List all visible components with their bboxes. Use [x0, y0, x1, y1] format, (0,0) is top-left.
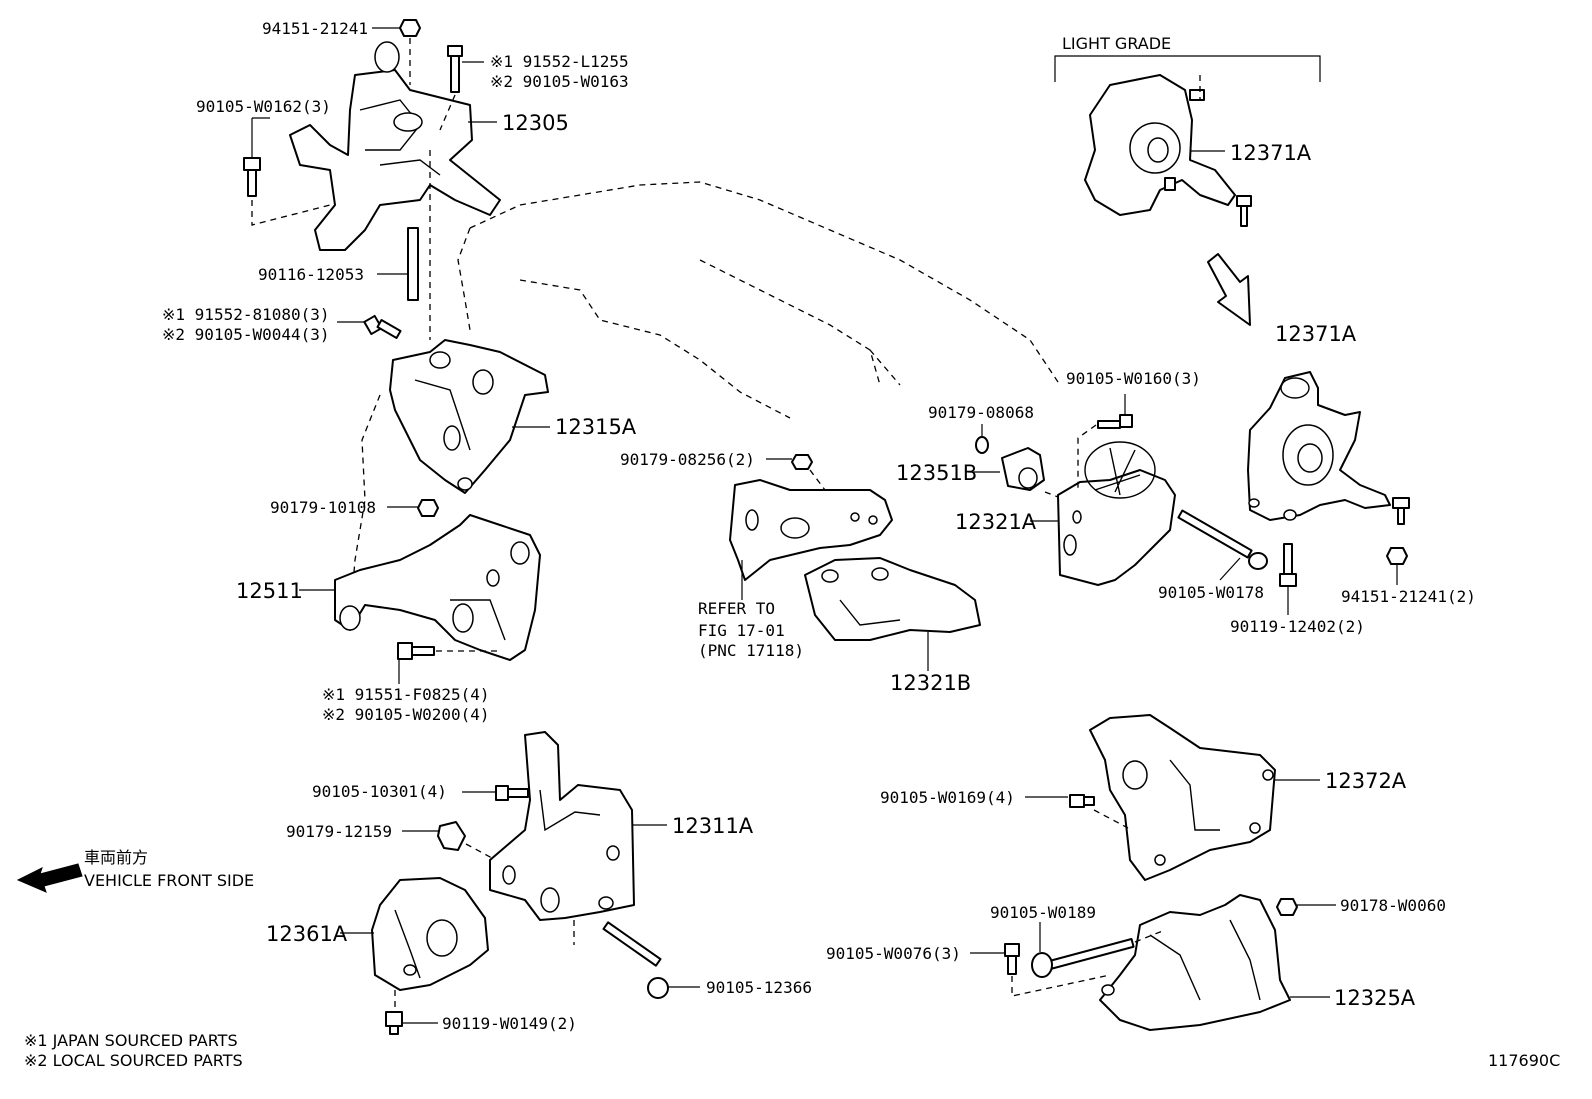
- label-91551-F0825: ※1 91551-F0825(4): [322, 685, 490, 704]
- part-12371A-mount: [1247, 371, 1410, 525]
- note-japan-sourced: ※1 JAPAN SOURCED PARTS: [24, 1031, 238, 1050]
- part-12305-bracket: [289, 41, 501, 251]
- vehicle-front-arrow-icon: [16, 863, 83, 893]
- label-90105-W0200: ※2 90105-W0200(4): [322, 705, 490, 724]
- bolt-90119-W0149: [385, 990, 403, 1035]
- label-12321A: 12321A: [955, 510, 1037, 534]
- label-90179-08256: 90179-08256(2): [620, 450, 755, 469]
- label-94151-21241: 94151-21241: [262, 19, 368, 38]
- part-labels: 94151-21241 ※1 91552-L1255 ※2 90105-W016…: [24, 19, 1560, 1070]
- nut-90179-08256: [791, 454, 826, 491]
- label-12371A: 12371A: [1275, 322, 1357, 346]
- part-12325A: [1099, 894, 1291, 1031]
- label-94151-21241-2: 94151-21241(2): [1341, 587, 1476, 606]
- label-90179-10108: 90179-10108: [270, 498, 376, 517]
- label-90119-W0149: 90119-W0149(2): [442, 1014, 577, 1033]
- bolt-90105-W0178: [1044, 491, 1268, 570]
- bolt-90105-W0160: [1077, 414, 1133, 490]
- bolt-91552-L1255: [439, 45, 463, 131]
- label-light-grade: LIGHT GRADE: [1062, 34, 1171, 53]
- label-12372A: 12372A: [1325, 769, 1407, 793]
- label-vehicle-front-jp: 車両前方: [84, 848, 148, 867]
- bolt-90105-W0162: [243, 157, 331, 226]
- label-90178-W0060: 90178-W0060: [1340, 896, 1446, 915]
- label-90105-W0160: 90105-W0160(3): [1066, 369, 1201, 388]
- bolt-90105-W0189: [1031, 929, 1166, 978]
- label-vehicle-front-side: VEHICLE FRONT SIDE: [84, 871, 254, 890]
- label-12311A: 12311A: [672, 814, 754, 838]
- part-12321B: [804, 557, 981, 641]
- bolt-91552-81080: [363, 314, 402, 339]
- nut-94151-21241: [399, 19, 421, 85]
- label-90105-W0076: 90105-W0076(3): [826, 944, 961, 963]
- label-90105-10301: 90105-10301(4): [312, 782, 447, 801]
- bolt-90105-W0076: [1004, 943, 1111, 997]
- nut-90178-W0060: [1276, 898, 1298, 916]
- nut-94151-21241-2: [1386, 547, 1408, 565]
- label-90116-12053: 90116-12053: [258, 265, 364, 284]
- bolt-91551-F0825: [397, 642, 500, 660]
- leader-lines: [251, 27, 1398, 1024]
- label-90105-12366: 90105-12366: [706, 978, 812, 997]
- part-12321A-bracket: [1057, 441, 1176, 586]
- label-12321B: 12321B: [890, 671, 971, 695]
- part-12311A-bracket: [489, 731, 635, 921]
- label-90179-08068: 90179-08068: [928, 403, 1034, 422]
- label-12361A: 12361A: [266, 922, 348, 946]
- label-91552-81080: ※1 91552-81080(3): [162, 305, 330, 324]
- part-12372A: [1089, 714, 1276, 881]
- label-90105-W0044: ※2 90105-W0044(3): [162, 325, 330, 344]
- part-12511-bracket: [334, 514, 541, 661]
- label-12371A-light: 12371A: [1230, 141, 1312, 165]
- label-90179-12159: 90179-12159: [286, 822, 392, 841]
- note-local-sourced: ※2 LOCAL SOURCED PARTS: [24, 1051, 243, 1070]
- label-12305: 12305: [502, 111, 569, 135]
- bolt-90105-12366: [573, 920, 669, 999]
- label-12325A: 12325A: [1334, 986, 1416, 1010]
- label-fig-17-01: FIG 17-01: [698, 621, 785, 640]
- figure-id: 117690C: [1488, 1051, 1560, 1070]
- label-12511: 12511: [236, 579, 303, 603]
- bolt-90105-W0169: [1069, 794, 1129, 829]
- part-12351B-stopper: [1001, 447, 1045, 491]
- label-90119-12402: 90119-12402(2): [1230, 617, 1365, 636]
- label-90105-W0189: 90105-W0189: [990, 903, 1096, 922]
- label-90105-W0169: 90105-W0169(4): [880, 788, 1015, 807]
- part-refer-fig-17-01-bracket: [729, 479, 893, 581]
- arrow-down-right-icon: [1207, 253, 1251, 326]
- label-refer-to: REFER TO: [698, 599, 775, 618]
- part-12371A-light-grade: [1054, 55, 1321, 227]
- bolt-90105-10301: [495, 785, 529, 801]
- label-91552-L1255: ※1 91552-L1255: [490, 52, 629, 71]
- stud-90116-12053: [407, 150, 431, 340]
- part-12361A-insulator: [371, 877, 489, 991]
- label-90105-W0178: 90105-W0178: [1158, 583, 1264, 602]
- label-90105-W0163: ※2 90105-W0163: [490, 72, 629, 91]
- nut-90179-10108: [417, 499, 439, 517]
- part-12315A-bracket: [389, 339, 549, 494]
- bolt-90119-12402: [1279, 543, 1297, 587]
- label-90105-W0162: 90105-W0162(3): [196, 97, 331, 116]
- nut-90179-12159: [437, 821, 493, 859]
- label-12351B: 12351B: [896, 461, 977, 485]
- nut-90179-08068: [975, 436, 989, 454]
- label-12315A: 12315A: [555, 415, 637, 439]
- label-pnc-17118: (PNC 17118): [698, 641, 804, 660]
